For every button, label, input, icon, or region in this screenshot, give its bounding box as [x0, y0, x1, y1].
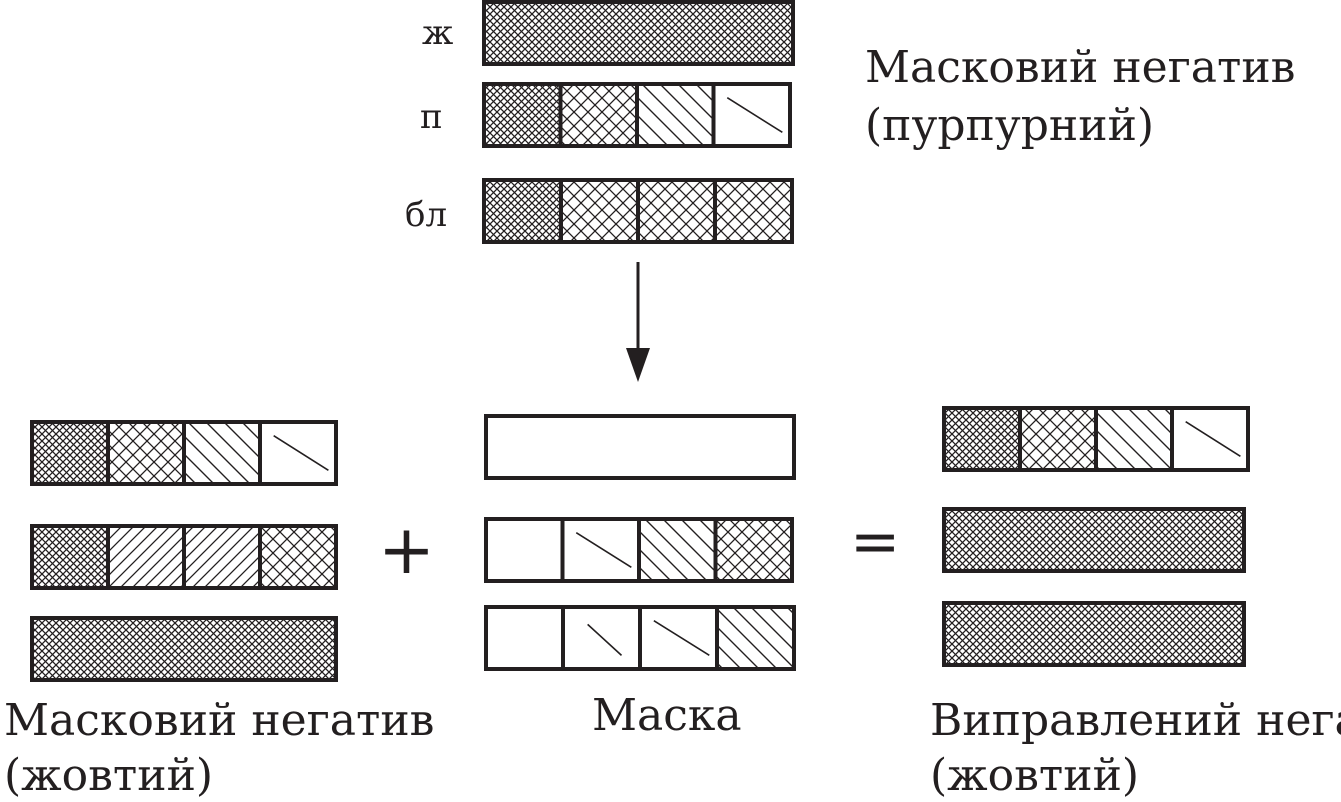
- bar-cell-dense: [484, 2, 793, 64]
- bar-cell-empty: [486, 607, 563, 669]
- bar-right-2: [942, 507, 1246, 573]
- middle-caption: Маска: [592, 690, 742, 741]
- bar-top-bl: [482, 178, 794, 244]
- bar-cell-cross: [560, 84, 637, 146]
- bar-frame: [484, 605, 796, 671]
- bar-cell-cross: [260, 526, 336, 588]
- single-diagonal-line: [726, 96, 783, 134]
- bar-top-zh: [482, 0, 795, 66]
- bar-left-2: [30, 524, 338, 590]
- bar-cell-empty: [486, 519, 563, 581]
- bar-cell-cross: [715, 519, 792, 581]
- row-label-bl: бл: [405, 195, 447, 235]
- bar-left-1: [30, 420, 338, 486]
- bar-cell-single: [260, 422, 336, 484]
- bars-layer: [30, 0, 1250, 682]
- row-label-p: п: [420, 97, 443, 137]
- bar-frame: [30, 616, 338, 682]
- single-diagonal-line: [1185, 420, 1241, 458]
- bar-cell-hatch: [1096, 408, 1172, 470]
- bar-cell-dense: [484, 84, 561, 146]
- bar-cell-dense: [32, 422, 108, 484]
- bar-frame: [942, 406, 1250, 472]
- down-arrow-icon: [626, 262, 650, 382]
- bar-cell-single: [1172, 408, 1248, 470]
- bar-cell-cross: [638, 180, 715, 242]
- bar-cell-cross: [715, 180, 792, 242]
- bar-frame: [482, 0, 795, 66]
- bar-mid-2: [484, 517, 794, 583]
- left-caption-line2: (жовтий): [4, 750, 213, 801]
- right-caption-line1: Виправлений негатив: [930, 695, 1341, 746]
- top-title-line1: Масковий негатив: [865, 42, 1295, 93]
- bar-cell-hatchL: [184, 526, 260, 588]
- equals-sign: =: [850, 507, 900, 577]
- bar-cell-hatch: [637, 84, 714, 146]
- bar-right-1: [942, 406, 1250, 472]
- bar-cell-single: [640, 607, 717, 669]
- bar-cell-hatch2: [639, 519, 716, 581]
- bar-mid-1: [484, 414, 796, 480]
- bar-cell-dense: [944, 603, 1244, 665]
- single-diagonal-line: [587, 623, 623, 656]
- bar-cell-dense: [32, 618, 336, 680]
- bar-cell-cross: [1020, 408, 1096, 470]
- bar-frame: [30, 420, 338, 486]
- bar-frame: [484, 517, 794, 583]
- bar-left-3: [30, 616, 338, 682]
- bar-frame: [30, 524, 338, 590]
- bar-cell-single: [562, 519, 639, 581]
- bar-mid-3: [484, 605, 796, 671]
- bar-cell-hatchL: [108, 526, 184, 588]
- bar-cell-hatch: [184, 422, 260, 484]
- left-caption-line1: Масковий негатив: [4, 695, 434, 746]
- bar-frame: [482, 82, 792, 148]
- bar-cell-dense: [32, 526, 108, 588]
- bar-right-3: [942, 601, 1246, 667]
- bar-cell-dense: [484, 180, 561, 242]
- bar-frame: [484, 414, 796, 480]
- right-caption-line2: (жовтий): [930, 750, 1139, 801]
- bar-cell-cross: [561, 180, 638, 242]
- bar-frame: [942, 507, 1246, 573]
- bar-top-p: [482, 82, 792, 148]
- bar-cell-single: [713, 84, 790, 146]
- row-label-zh: ж: [422, 13, 453, 53]
- bar-cell-dense: [944, 509, 1244, 571]
- bar-cell-cross: [108, 422, 184, 484]
- bar-cell-hatch: [717, 607, 794, 669]
- bar-frame: [942, 601, 1246, 667]
- single-diagonal-line: [653, 619, 710, 657]
- top-title-line2: (пурпурний): [865, 100, 1154, 151]
- plus-sign: +: [378, 511, 435, 590]
- bar-frame: [482, 178, 794, 244]
- bar-cell-empty: [486, 416, 794, 478]
- single-diagonal-line: [273, 434, 329, 472]
- bar-cell-dense: [944, 408, 1020, 470]
- single-diagonal-line: [575, 531, 632, 569]
